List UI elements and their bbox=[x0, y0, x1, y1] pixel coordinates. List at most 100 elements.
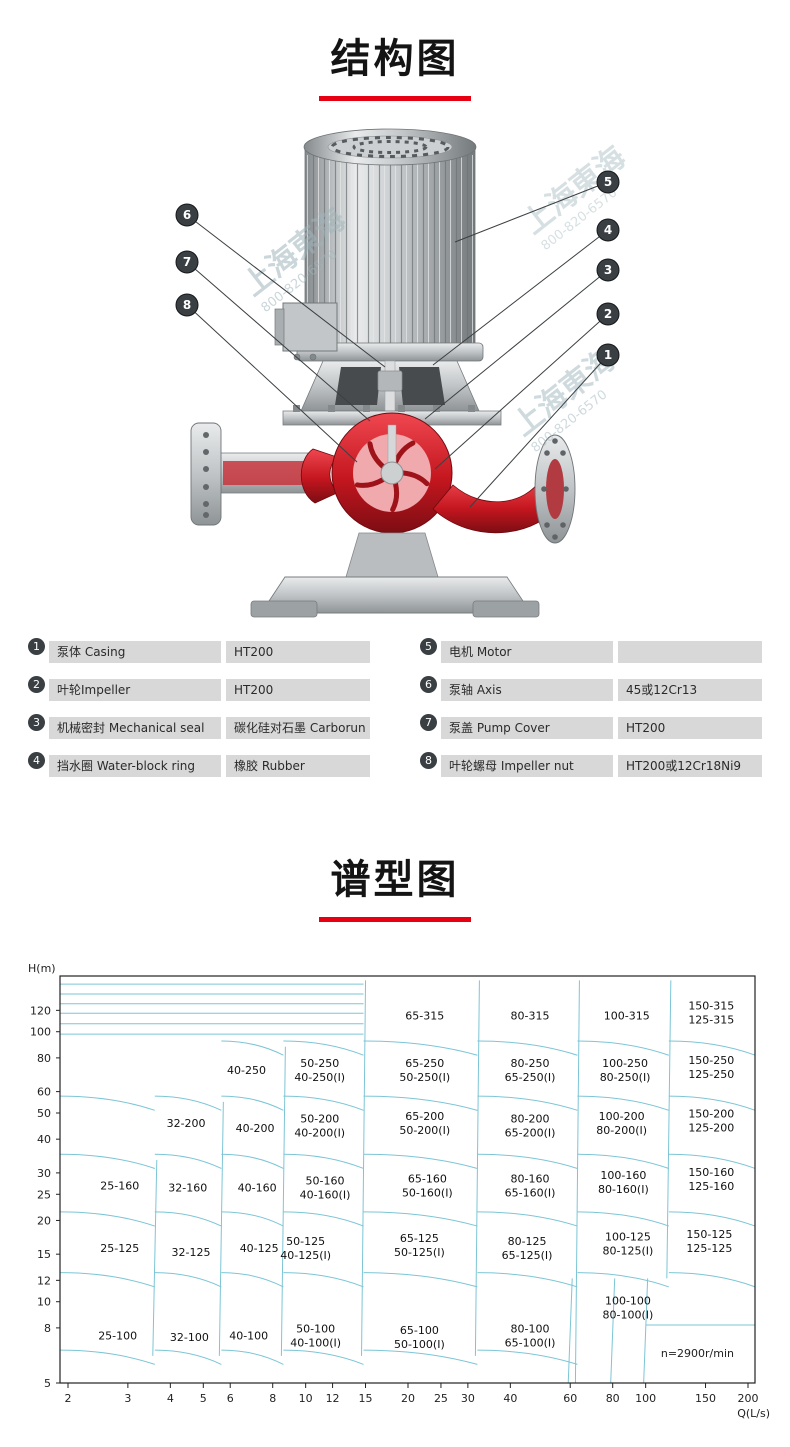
part-number-badge: 8 bbox=[420, 752, 437, 769]
pump-model-cell: 32-200 bbox=[167, 1117, 206, 1130]
volute-cutaway bbox=[301, 412, 566, 534]
callout-number: 6 bbox=[183, 208, 191, 222]
y-tick-label: 25 bbox=[37, 1188, 51, 1201]
part-number-badge: 4 bbox=[28, 752, 45, 769]
x-tick-label: 100 bbox=[635, 1392, 656, 1405]
y-tick-label: 100 bbox=[30, 1026, 51, 1039]
part-material bbox=[618, 641, 762, 663]
x-tick-label: 10 bbox=[299, 1392, 313, 1405]
part-number-badge: 6 bbox=[420, 676, 437, 693]
spectrum-title-underline bbox=[319, 917, 471, 922]
x-tick-label: 80 bbox=[606, 1392, 620, 1405]
y-tick-label: 50 bbox=[37, 1107, 51, 1120]
part-name: 叶轮Impeller bbox=[49, 679, 221, 701]
callout-circle-4 bbox=[596, 218, 620, 242]
callout-leader-line bbox=[186, 304, 358, 463]
part-material: HT200 bbox=[618, 717, 762, 739]
callout-number: 5 bbox=[604, 175, 612, 189]
part-name: 挡水圈 Water-block ring bbox=[49, 755, 221, 777]
pump-model-cell: 32-100 bbox=[170, 1331, 209, 1344]
callout-number: 3 bbox=[604, 263, 612, 277]
callout-number: 1 bbox=[604, 348, 612, 362]
x-tick-label: 3 bbox=[124, 1392, 131, 1405]
y-tick-label: 80 bbox=[37, 1052, 51, 1065]
y-tick-label: 12 bbox=[37, 1274, 51, 1287]
pump-model-cell: 32-160 bbox=[168, 1181, 207, 1194]
speed-annotation: n=2900r/min bbox=[661, 1347, 734, 1360]
y-tick-label: 20 bbox=[37, 1214, 51, 1227]
part-number-badge: 5 bbox=[420, 638, 437, 655]
part-name: 机械密封 Mechanical seal bbox=[49, 717, 221, 739]
y-tick-label: 30 bbox=[37, 1167, 51, 1180]
x-tick-label: 30 bbox=[461, 1392, 475, 1405]
coupling bbox=[377, 370, 403, 392]
callout-leader-line bbox=[424, 269, 609, 420]
part-name: 泵轴 Axis bbox=[441, 679, 613, 701]
x-tick-label: 60 bbox=[563, 1392, 577, 1405]
part-number-badge: 3 bbox=[28, 714, 45, 731]
callout-number: 2 bbox=[604, 307, 612, 321]
part-material: 45或12Cr13 bbox=[618, 679, 762, 701]
x-tick-label: 200 bbox=[738, 1392, 759, 1405]
callout-circle-1 bbox=[596, 343, 620, 367]
x-tick-label: 40 bbox=[503, 1392, 517, 1405]
pump-model-cell: 100-315 bbox=[604, 1009, 650, 1022]
pump-model-cell: 40-200 bbox=[236, 1122, 275, 1135]
x-tick-label: 15 bbox=[359, 1392, 373, 1405]
pump-base bbox=[250, 532, 540, 618]
suction-flange bbox=[190, 422, 320, 526]
callout-circle-8 bbox=[175, 293, 199, 317]
callout-circle-6 bbox=[175, 203, 199, 227]
x-tick-label: 20 bbox=[401, 1392, 415, 1405]
part-material: 橡胶 Rubber bbox=[226, 755, 370, 777]
pump-model-cell: 40-250 bbox=[227, 1064, 266, 1077]
pump-model-cell: 40-100 bbox=[229, 1329, 268, 1342]
pump-model-cell: 80-315 bbox=[511, 1009, 550, 1022]
x-tick-label: 6 bbox=[227, 1392, 234, 1405]
callout-leader-line bbox=[186, 214, 386, 368]
part-number-badge: 7 bbox=[420, 714, 437, 731]
x-tick-label: 12 bbox=[326, 1392, 340, 1405]
y-axis-title: H(m) bbox=[28, 962, 56, 975]
pump-model-cell: 25-125 bbox=[100, 1242, 139, 1255]
x-tick-label: 5 bbox=[200, 1392, 207, 1405]
callout-leader-line bbox=[432, 229, 609, 366]
y-tick-label: 8 bbox=[44, 1322, 51, 1335]
y-tick-label: 5 bbox=[44, 1377, 51, 1390]
pump-model-cell: 65-315 bbox=[405, 1009, 444, 1022]
y-tick-label: 10 bbox=[37, 1296, 51, 1309]
y-tick-label: 120 bbox=[30, 1004, 51, 1017]
x-tick-label: 150 bbox=[695, 1392, 716, 1405]
part-name: 泵盖 Pump Cover bbox=[441, 717, 613, 739]
part-name: 叶轮螺母 Impeller nut bbox=[441, 755, 613, 777]
x-tick-label: 25 bbox=[434, 1392, 448, 1405]
part-name: 泵体 Casing bbox=[49, 641, 221, 663]
